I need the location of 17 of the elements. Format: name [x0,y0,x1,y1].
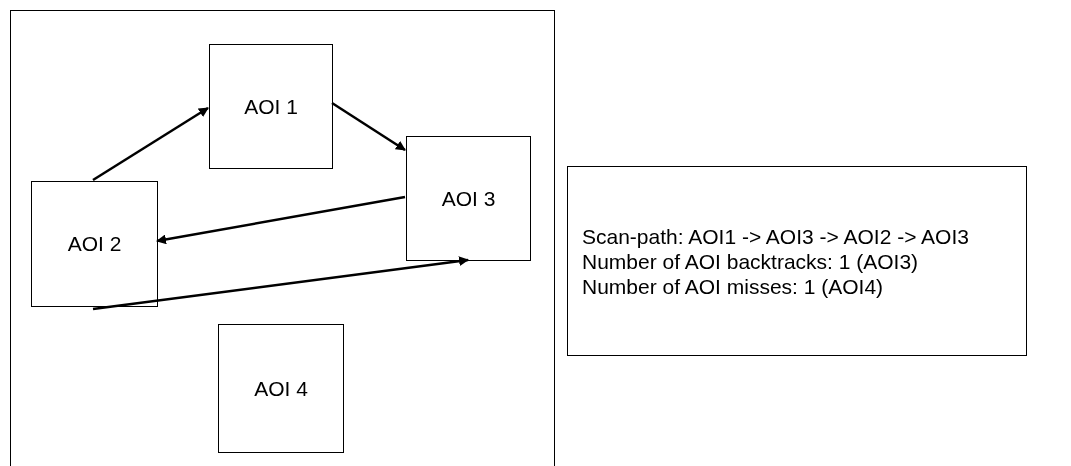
aoi-label: AOI 1 [244,94,298,119]
arrow [331,101,406,152]
info-text: Scan-path: AOI1 -> AOI3 -> AOI2 -> AOI3 [582,223,970,249]
aoi-label: AOI 3 [441,186,496,211]
aoi-box [406,136,531,261]
info-text: Number of AOI misses: 1 (AOI4) [582,273,885,299]
aoi-label: AOI 4 [254,376,308,401]
aoi-box [218,324,344,453]
arrow [92,256,469,311]
area-frame [10,10,555,466]
info-box [567,166,1027,356]
aoi-box [209,44,333,169]
arrow [156,195,406,245]
aoi-box [31,181,158,307]
arrow [92,106,209,182]
aoi-label: AOI 2 [67,232,122,256]
info-text: Number of AOI backtracks: 1 (AOI3) [582,248,920,274]
